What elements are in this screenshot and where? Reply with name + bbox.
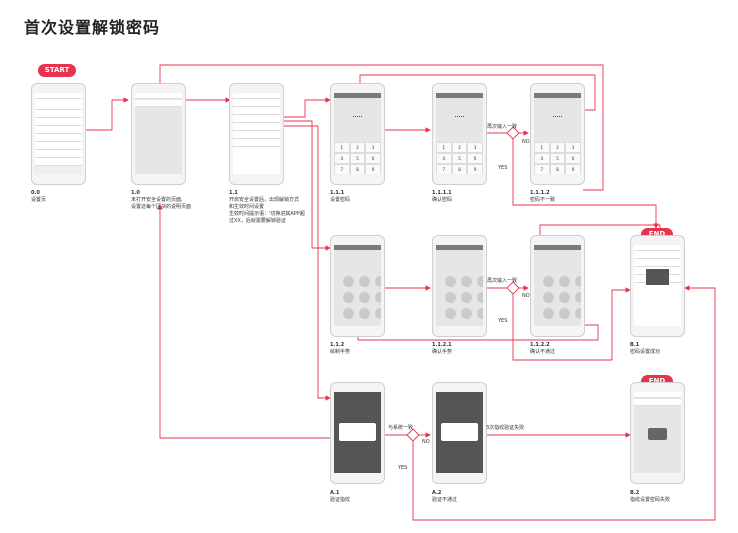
flow-line — [359, 74, 596, 111]
flow-label-no: NO — [522, 139, 530, 145]
flow-label-again-gesture: 再次输入一致 — [487, 278, 518, 284]
flow-label-yes: YES — [398, 465, 408, 471]
flow-label-no: NO — [422, 439, 430, 445]
phone-gesture-failed — [530, 235, 585, 337]
flow-label-again-password: 再次输入一致 — [487, 124, 518, 130]
phone-password-mismatch: 123 456 789 0 — [530, 83, 585, 185]
phone-password-set-success — [630, 235, 685, 337]
page-title: 首次设置解锁密码 — [24, 18, 161, 37]
flow-line — [86, 97, 129, 131]
flow-line — [512, 139, 659, 229]
phone-fingerprint-failed — [432, 382, 487, 484]
flow-line — [539, 224, 661, 235]
phone-verify-fingerprint — [330, 382, 385, 484]
phone-confirm-password: 123 456 789 0 — [432, 83, 487, 185]
flow-line — [159, 64, 604, 191]
phone-security-on — [229, 83, 284, 185]
decision-diamond — [506, 281, 520, 295]
flow-label-three-fail: 3次指纹验证失败 — [486, 425, 525, 431]
phone-settings — [31, 83, 86, 185]
phone-security-off — [131, 83, 186, 185]
flow-line — [284, 97, 331, 118]
start-pill: START — [38, 64, 76, 77]
decision-diamond — [406, 428, 420, 442]
flow-line — [412, 285, 716, 521]
flow-label-no: NO — [522, 293, 530, 299]
decision-diamond — [506, 126, 520, 140]
phone-confirm-gesture — [432, 235, 487, 337]
flow-line — [284, 125, 331, 401]
flow-label-yes: YES — [498, 318, 508, 324]
phone-draw-gesture — [330, 235, 385, 337]
flow-label-yes: YES — [498, 165, 508, 171]
phone-fingerprint-set-failed — [630, 382, 685, 484]
flow-label-fingerprint-match: 与系统一致 — [388, 425, 414, 431]
phone-set-password: 123 456 789 0 — [330, 83, 385, 185]
flow-line — [512, 287, 631, 361]
flow-line — [284, 120, 331, 251]
flow-line — [157, 204, 330, 439]
